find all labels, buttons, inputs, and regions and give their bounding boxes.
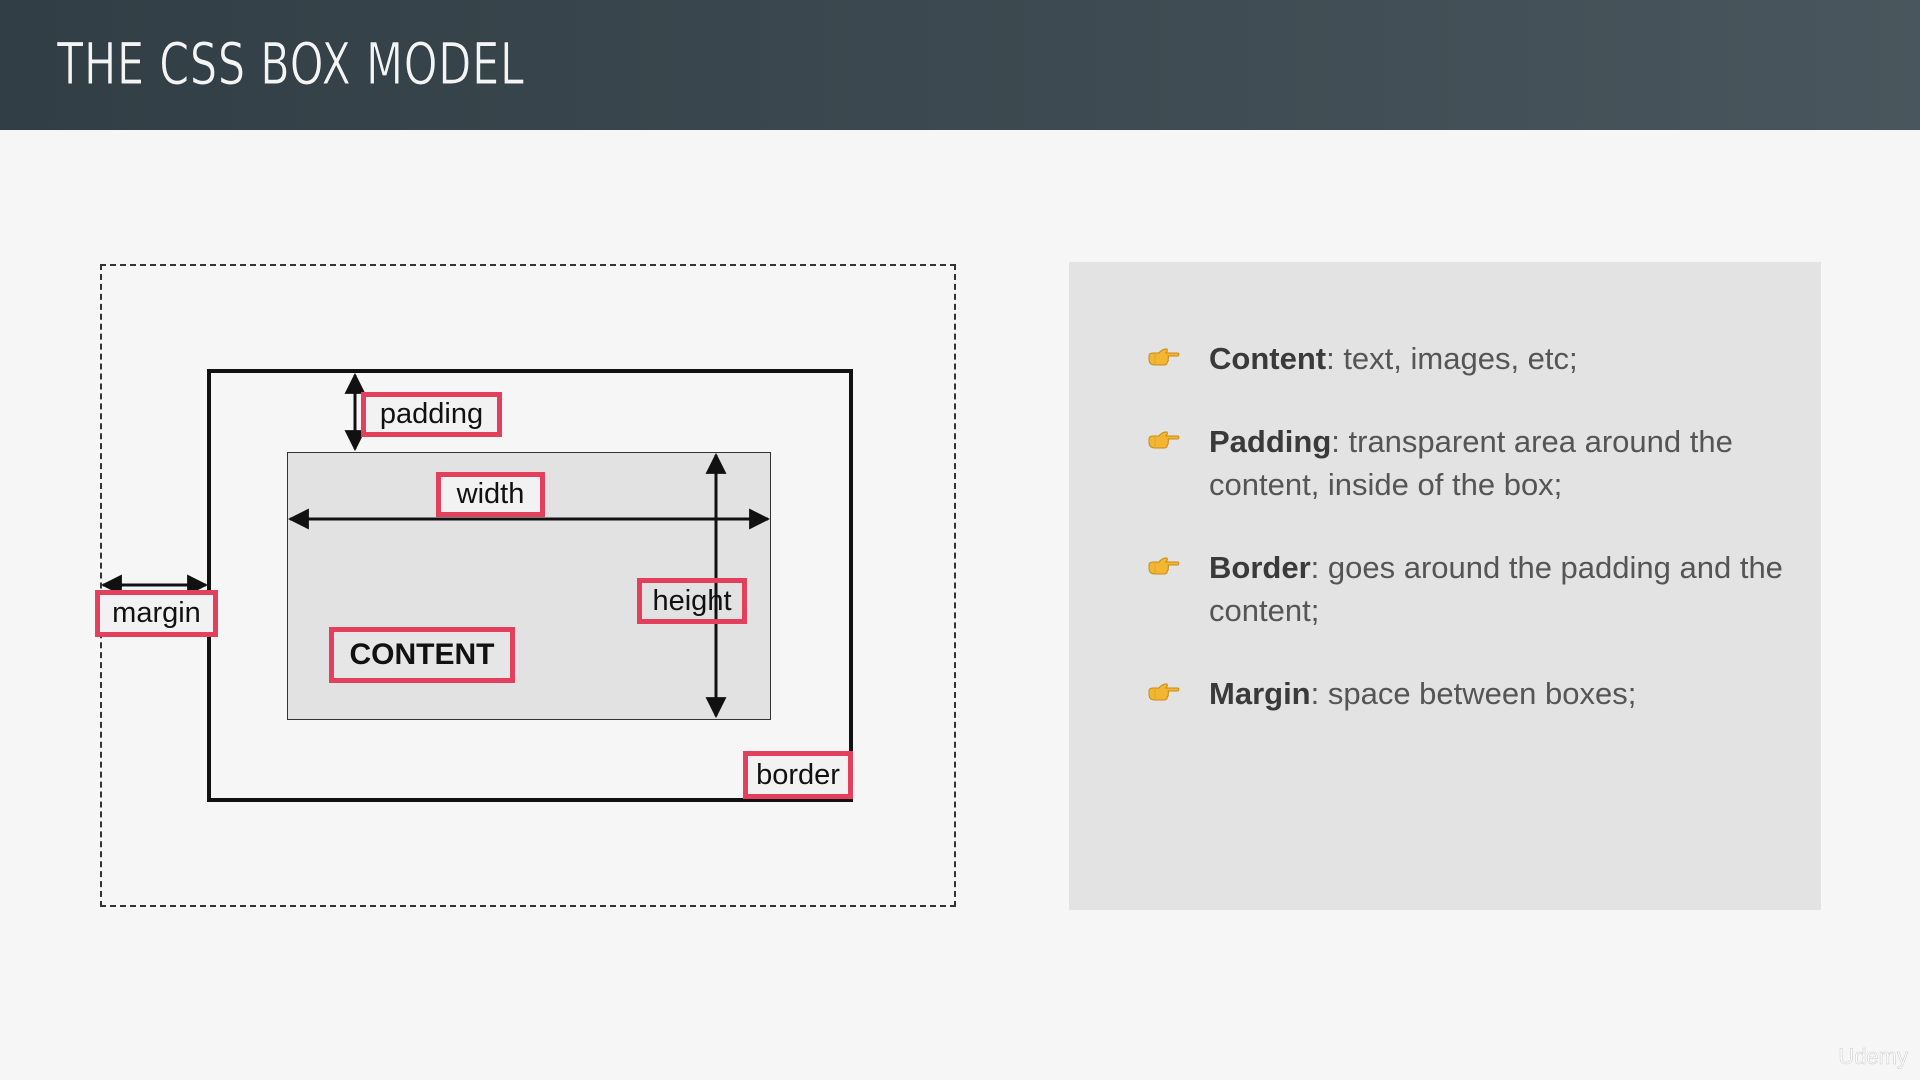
definition-border: : goes around the padding and the conten… <box>1209 550 1783 628</box>
pointing-hand-icon <box>1148 348 1180 366</box>
definition-margin: : space between boxes; <box>1310 676 1637 711</box>
padding-label: padding <box>361 392 502 437</box>
margin-label: margin <box>95 590 218 637</box>
box-model-diagram: padding width height margin CONTENT bord… <box>95 264 956 907</box>
term-border: Border <box>1209 550 1311 585</box>
width-label: width <box>436 472 545 517</box>
content-label: CONTENT <box>329 627 515 683</box>
slide-header: The CSS Box Model <box>0 0 1920 130</box>
pointing-hand-icon <box>1148 683 1180 701</box>
term-padding: Padding <box>1209 424 1332 459</box>
udemy-watermark: Udemy <box>1838 1044 1908 1070</box>
border-label: border <box>743 751 853 799</box>
pointing-hand-icon <box>1148 431 1180 449</box>
term-content: Content <box>1209 341 1327 376</box>
dimension-arrows <box>100 372 771 719</box>
slide-title: The CSS Box Model <box>57 30 525 99</box>
list-item-margin: Margin: space between boxes; <box>1147 672 1787 715</box>
definition-padding: : transparent area around the content, i… <box>1209 424 1733 502</box>
list-item-content: Content: text, images, etc; <box>1147 337 1787 380</box>
list-item-padding: Padding: transparent area around the con… <box>1147 420 1787 506</box>
border-area <box>207 369 853 802</box>
pointing-hand-icon <box>1148 557 1180 575</box>
term-margin: Margin <box>1209 676 1311 711</box>
definition-content: : text, images, etc; <box>1326 341 1578 376</box>
definitions-panel: Content: text, images, etc; Padding: tra… <box>1069 262 1821 910</box>
list-item-border: Border: goes around the padding and the … <box>1147 546 1787 632</box>
height-label: height <box>637 578 747 624</box>
